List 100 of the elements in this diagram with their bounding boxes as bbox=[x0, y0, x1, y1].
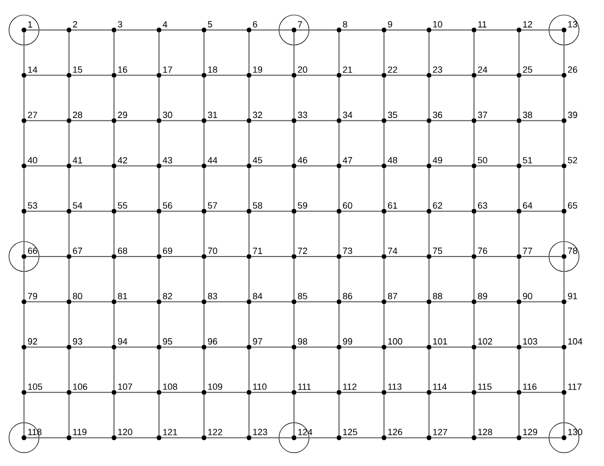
grid-node: 80 bbox=[66, 292, 82, 304]
grid-line bbox=[158, 122, 160, 164]
grid-node: 86 bbox=[336, 292, 352, 304]
grid-line bbox=[431, 165, 472, 166]
node-label: 6 bbox=[253, 21, 258, 28]
grid-line bbox=[251, 392, 292, 393]
grid-line bbox=[296, 256, 337, 257]
grid-node: 116 bbox=[516, 383, 536, 395]
grid-line bbox=[518, 168, 520, 210]
grid-node: 30 bbox=[156, 112, 172, 123]
grid-line bbox=[158, 394, 160, 436]
node-label: 68 bbox=[118, 248, 128, 254]
grid-line bbox=[341, 346, 382, 348]
grid-line bbox=[341, 392, 382, 393]
grid-node: 128 bbox=[472, 428, 492, 440]
grid-node: 93 bbox=[66, 338, 82, 350]
grid-line bbox=[68, 168, 70, 210]
grid-node: 35 bbox=[382, 112, 398, 123]
grid-node: 98 bbox=[292, 338, 308, 350]
grid-line bbox=[71, 301, 112, 302]
grid-line bbox=[251, 346, 292, 348]
grid-line bbox=[248, 122, 250, 164]
grid-line bbox=[251, 74, 292, 76]
grid-node: 2 bbox=[66, 21, 78, 32]
grid-node: 83 bbox=[202, 292, 218, 304]
node-label: 114 bbox=[433, 384, 447, 390]
node-label: 87 bbox=[388, 292, 398, 300]
grid-node: 95 bbox=[156, 338, 172, 350]
grid-line bbox=[116, 74, 157, 76]
grid-line bbox=[338, 122, 340, 164]
grid-node: 113 bbox=[382, 383, 402, 395]
grid-node: 45 bbox=[246, 157, 262, 168]
grid-line bbox=[251, 256, 292, 257]
grid-line bbox=[476, 256, 517, 257]
grid-line bbox=[26, 346, 67, 348]
grid-node: 39 bbox=[562, 112, 578, 123]
grid-line bbox=[431, 346, 472, 348]
grid-node: 10 bbox=[426, 21, 442, 32]
grid-node: 26 bbox=[562, 66, 578, 78]
node-label: 57 bbox=[208, 202, 218, 209]
grid-line bbox=[341, 165, 382, 166]
node-label: 56 bbox=[162, 202, 172, 209]
grid-node: 87 bbox=[382, 292, 398, 304]
node-label: 64 bbox=[523, 202, 532, 209]
grid-line bbox=[68, 77, 70, 118]
grid-line bbox=[341, 301, 382, 302]
node-label: 16 bbox=[118, 66, 128, 73]
grid-line bbox=[341, 437, 382, 438]
node-label: 77 bbox=[523, 248, 532, 254]
grid-line bbox=[518, 394, 520, 436]
grid-line bbox=[158, 77, 160, 118]
grid-line bbox=[71, 256, 112, 257]
grid-line bbox=[428, 349, 430, 390]
grid-node: 11 bbox=[472, 21, 486, 32]
node-label: 103 bbox=[523, 338, 538, 345]
node-label: 109 bbox=[208, 383, 222, 390]
grid-node: 51 bbox=[516, 157, 532, 168]
grid-node: 99 bbox=[336, 338, 352, 350]
grid-line bbox=[248, 394, 250, 436]
grid-node: 104 bbox=[562, 338, 582, 350]
grid-line bbox=[116, 437, 157, 438]
grid-line bbox=[518, 32, 520, 74]
node-label: 89 bbox=[478, 292, 488, 300]
grid-node: 110 bbox=[246, 383, 267, 395]
grid-line bbox=[248, 77, 250, 118]
grid-node: 120 bbox=[112, 428, 132, 440]
grid-node: 75 bbox=[426, 248, 442, 259]
grid-node: 27 bbox=[22, 112, 38, 123]
node-label: 61 bbox=[388, 202, 398, 209]
grid-node: 16 bbox=[112, 66, 128, 78]
node-label: 88 bbox=[432, 292, 442, 300]
grid-line bbox=[68, 394, 70, 436]
node-label: 41 bbox=[72, 157, 82, 164]
node-label: 10 bbox=[433, 21, 442, 28]
grid-line bbox=[428, 258, 430, 300]
grid-line bbox=[521, 165, 562, 166]
grid-node: 42 bbox=[112, 157, 128, 168]
grid-line bbox=[116, 210, 157, 212]
grid-line bbox=[476, 301, 517, 302]
grid-node: 81 bbox=[112, 292, 128, 304]
node-label: 36 bbox=[432, 112, 442, 118]
grid-node: 57 bbox=[202, 202, 218, 214]
grid-node: 123 bbox=[246, 428, 268, 440]
node-label: 8 bbox=[342, 21, 348, 28]
grid-node: 34 bbox=[336, 112, 352, 123]
grid-line bbox=[338, 77, 340, 118]
node-label: 111 bbox=[298, 384, 311, 390]
grid-line bbox=[161, 437, 202, 438]
grid-line bbox=[386, 392, 427, 393]
grid-node: 47 bbox=[336, 157, 352, 168]
node-label: 34 bbox=[342, 112, 352, 118]
node-label: 52 bbox=[568, 156, 578, 164]
grid-line bbox=[341, 210, 382, 212]
node-label: 129 bbox=[523, 428, 538, 436]
node-label: 99 bbox=[342, 338, 352, 345]
grid-line bbox=[518, 77, 520, 118]
grid-node: 60 bbox=[336, 202, 352, 214]
grid-node: 92 bbox=[22, 338, 38, 350]
grid-node: 85 bbox=[292, 292, 308, 304]
support-node: 78 bbox=[548, 241, 580, 272]
